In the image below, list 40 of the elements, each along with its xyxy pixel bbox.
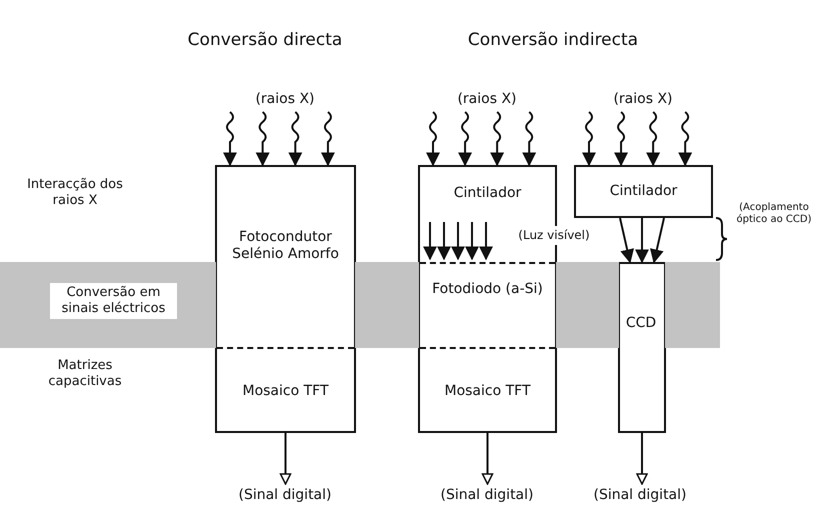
node-label: CCD [624, 315, 658, 332]
scintillator-box [574, 165, 713, 218]
ccd-box [618, 262, 666, 433]
node-label: Cintilador [608, 183, 678, 200]
wavy-arrow [426, 111, 440, 166]
caption-text: (Sinal digital) [439, 487, 534, 504]
wavy-arrow [288, 111, 302, 166]
wavy-arrow [458, 111, 472, 166]
wavy-arrow [582, 111, 596, 166]
wavy-arrow [223, 111, 237, 166]
arrow [650, 218, 665, 264]
detector-column [215, 165, 356, 433]
arrow [636, 433, 648, 485]
wavy-arrow [256, 111, 270, 166]
column-heading: Conversão indirecta [466, 30, 640, 51]
wavy-arrow [320, 111, 335, 166]
wavy-arrow [678, 111, 692, 166]
node-label: Fotocondutor Selénio Amorfo [231, 229, 340, 263]
wavy-arrow [646, 111, 660, 166]
wavy-arrow [490, 111, 504, 166]
caption-text: (Sinal digital) [237, 487, 332, 504]
arrow [635, 218, 649, 264]
caption-text: (Sinal digital) [592, 487, 688, 504]
annotation-text: (Acoplamento óptico ao CCD) [736, 202, 812, 226]
row-label: Matrizes capacitivas [47, 358, 123, 390]
caption-text: (raios X) [612, 91, 674, 108]
node-label: Fotodiodo (a-Si) [431, 281, 544, 298]
row-label: Interacção dos raios X [26, 177, 124, 209]
row-label: Conversão em sinais eléctricos [50, 283, 177, 319]
caption-text: (raios X) [456, 91, 518, 108]
node-label: Cintilador [452, 185, 522, 202]
node-label: Mosaico TFT [241, 383, 330, 400]
arrow [482, 433, 494, 485]
arrow [619, 218, 634, 264]
wavy-arrow [614, 111, 628, 166]
column-heading: Conversão directa [186, 30, 344, 51]
arrow [280, 433, 292, 485]
wavy-arrow [522, 111, 536, 166]
node-label: Mosaico TFT [443, 383, 532, 400]
caption-text: (raios X) [254, 91, 316, 108]
